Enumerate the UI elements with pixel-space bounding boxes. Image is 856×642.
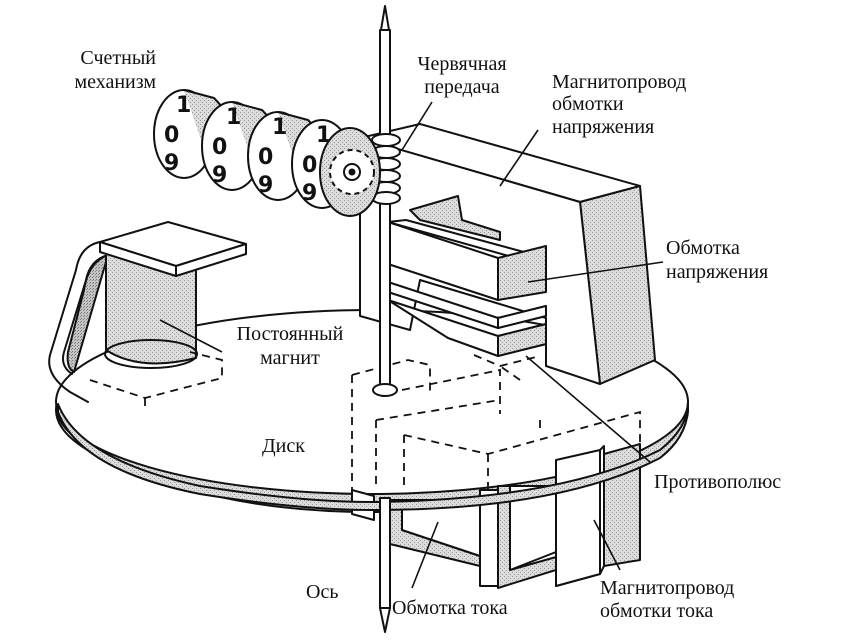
leader-lines <box>159 101 664 589</box>
label-worm-gear-line2: передача <box>424 76 500 98</box>
gear-wheel <box>319 127 381 217</box>
label-voltage-coil-line1: Обмотка <box>666 237 740 259</box>
disk-rim <box>57 401 689 511</box>
label-disk: Диск <box>262 435 305 457</box>
labels: Счетный механизм Червячная передача Магн… <box>74 47 781 622</box>
label-permanent-magnet-line1: Постоянный <box>237 323 344 345</box>
label-counter-line1: Счетный <box>80 47 156 69</box>
drum-digit: 0 <box>164 123 179 148</box>
drum-digit: 1 <box>226 105 241 130</box>
drum-digit: 1 <box>272 115 287 140</box>
label-permanent-magnet-line2: магнит <box>260 347 320 369</box>
label-voltage-core-line3: напряжения <box>552 116 654 138</box>
label-current-core-line2: обмотки тока <box>600 600 713 622</box>
label-voltage-coil-line2: напряжения <box>666 261 768 283</box>
label-worm-gear-line1: Червячная <box>417 53 506 75</box>
label-axis: Ось <box>306 581 338 603</box>
drum-digit: 0 <box>302 153 317 178</box>
drum-digit: 9 <box>164 151 179 176</box>
axis <box>372 5 398 633</box>
label-counter-pole: Противополюс <box>654 471 781 493</box>
drum-digit: 0 <box>212 135 227 160</box>
drum-digit: 9 <box>212 163 227 188</box>
label-voltage-core-line1: Магнитопровод <box>552 71 686 93</box>
counter-mechanism: 1 0 9 1 0 9 1 0 9 1 0 9 <box>153 89 381 217</box>
label-voltage-core-line2: обмотки <box>552 93 624 115</box>
voltage-coil <box>387 219 547 357</box>
label-current-coil: Обмотка тока <box>392 597 508 619</box>
drum-digit: 1 <box>176 93 191 118</box>
drum-digit: 9 <box>258 173 273 198</box>
drum-digit: 9 <box>302 181 317 206</box>
drum-digit: 0 <box>258 145 273 170</box>
permanent-magnet <box>48 221 247 408</box>
label-counter-line2: механизм <box>74 71 156 93</box>
label-current-core-line1: Магнитопровод <box>600 577 734 599</box>
